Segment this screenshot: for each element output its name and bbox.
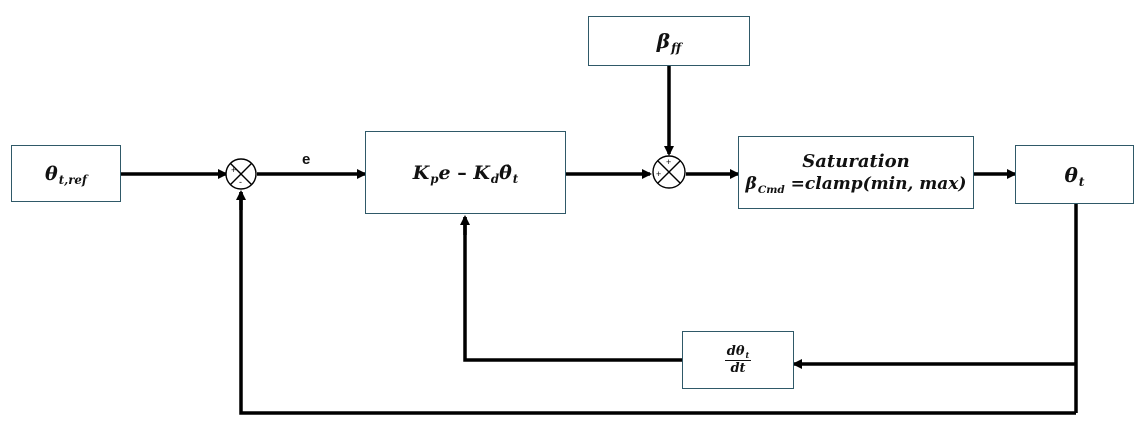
error-summing-junction xyxy=(225,158,257,190)
feedforward-block: βff xyxy=(588,16,750,66)
sum1-plus-sign: + xyxy=(231,165,237,175)
controller-expression: Kpe – Kdθ̇t xyxy=(412,161,519,186)
output-label: θt xyxy=(1064,162,1085,189)
derivative-to-controller-line xyxy=(463,217,682,362)
outer-feedback-line xyxy=(239,192,1076,415)
error-signal-label: e xyxy=(302,151,311,168)
feedforward-label: βff xyxy=(656,29,682,56)
feedforward-summing-junction xyxy=(652,155,686,189)
derivative-fraction: dθt dt xyxy=(724,343,752,376)
sum2-plus-top-sign: + xyxy=(666,157,672,167)
sum1-minus-sign: - xyxy=(239,177,242,187)
saturation-title: Saturation xyxy=(802,150,910,172)
saturation-expression: βCmd =clamp(min, max) xyxy=(745,174,967,196)
derivative-block: dθt dt xyxy=(682,331,794,389)
reference-block: θt,ref xyxy=(11,145,121,202)
sum2-plus-left-sign: + xyxy=(656,169,662,179)
pd-controller-block: Kpe – Kdθ̇t xyxy=(365,131,566,214)
saturation-block: Saturation βCmd =clamp(min, max) xyxy=(738,136,974,209)
output-block: θt xyxy=(1015,145,1134,204)
reference-label: θt,ref xyxy=(45,162,87,187)
